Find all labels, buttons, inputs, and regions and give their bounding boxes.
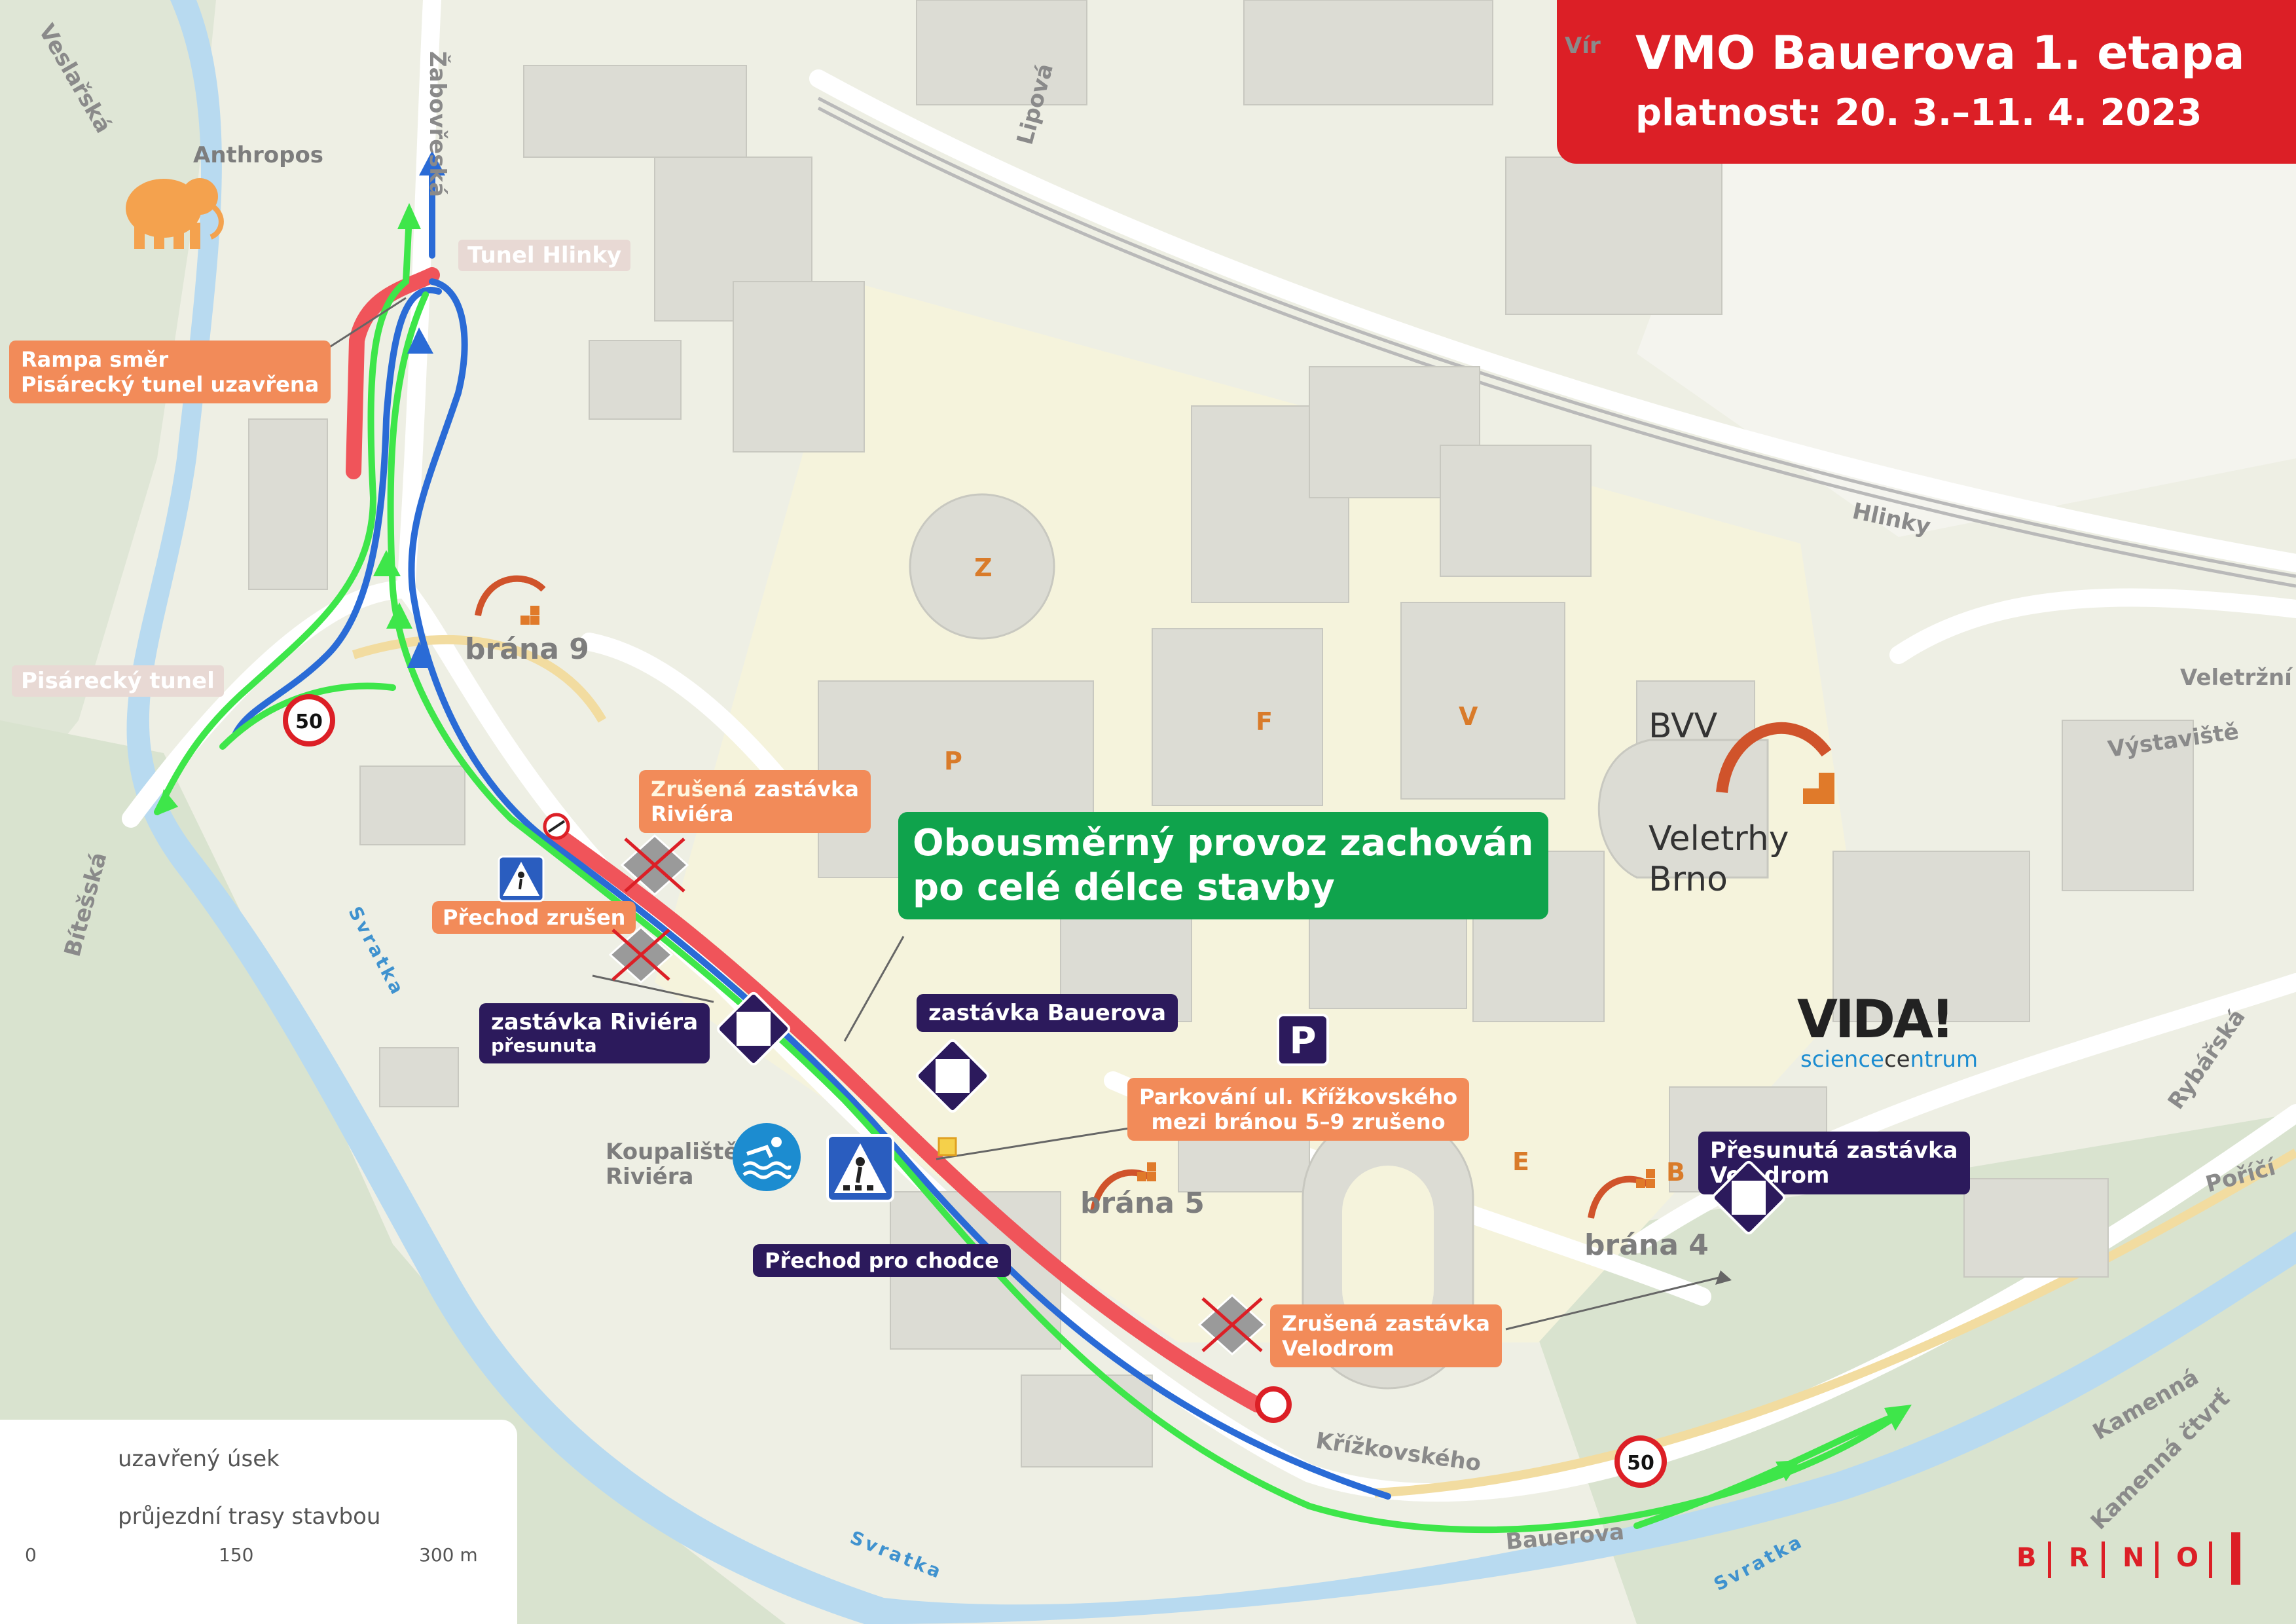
- hall-e: E: [1512, 1147, 1529, 1176]
- pedestrian-crossing-icon: [498, 855, 545, 902]
- hall-z: Z: [974, 553, 993, 582]
- tunnel-pisarecky-label: Pisárecký tunel: [12, 665, 224, 697]
- brno-logo: B R N O: [2016, 1543, 2199, 1573]
- street-vir: Vír: [1565, 33, 1601, 59]
- gate-9: brána 9: [465, 633, 589, 666]
- scale-tick: 0: [25, 1544, 37, 1566]
- speed-limit-sign: 50: [283, 694, 335, 747]
- legend-routes: průjezdní trasy stavbou: [118, 1504, 381, 1530]
- svg-text:50: 50: [295, 710, 323, 733]
- crossing-marker-icon: [938, 1137, 957, 1156]
- scale-tick: 300 m: [419, 1544, 478, 1566]
- svg-text:50: 50: [1627, 1452, 1654, 1475]
- speed-limit-sign: 50: [1614, 1435, 1667, 1488]
- hall-b: B: [1666, 1158, 1685, 1187]
- title-banner: VMO Bauerova 1. etapa platnost: 20. 3.–1…: [1557, 0, 2296, 164]
- no-entry-sign: [543, 813, 570, 840]
- legend-panel: uzavřený úsek průjezdní trasy stavbou 0 …: [0, 1420, 517, 1624]
- validity-dates: platnost: 20. 3.–11. 4. 2023: [1635, 92, 2202, 134]
- map-title: VMO Bauerova 1. etapa: [1635, 26, 2245, 80]
- gate-5: brána 5: [1080, 1187, 1205, 1220]
- scale-tick: 150: [219, 1544, 254, 1566]
- swimming-pool-icon: [733, 1123, 801, 1191]
- callout-crossing-cancelled: Přechod zrušen: [432, 901, 636, 934]
- cancelled-stop-icon: [620, 834, 689, 896]
- poi-anthropos: Anthropos: [193, 142, 324, 168]
- legend-closed: uzavřený úsek: [118, 1446, 280, 1472]
- poi-koupaliste: Koupaliště Riviéra: [606, 1139, 739, 1190]
- veletrhy-brno-label: Veletrhy Brno: [1649, 819, 1789, 899]
- gate-4: brána 4: [1584, 1228, 1709, 1262]
- cancelled-stop-icon: [608, 925, 674, 984]
- tunnel-hlinky-label: Tunel Hlinky: [458, 240, 631, 271]
- cancelled-stop-icon: [1197, 1293, 1267, 1356]
- pedestrian-crossing-icon: [826, 1134, 894, 1202]
- parking-sign: P: [1277, 1014, 1329, 1066]
- svg-text:P: P: [1289, 1020, 1316, 1062]
- vida-subtitle: sciencecentrum: [1800, 1046, 1978, 1073]
- bvv-label: BVV: [1649, 707, 1718, 746]
- callout-rampa-closed: Rampa směr Pisárecký tunel uzavřena: [9, 341, 331, 403]
- street-zabovreska: Žabovřeská: [424, 51, 450, 198]
- callout-riviera-moved: zastávka Riviéra přesunuta: [479, 1003, 710, 1063]
- hall-v: V: [1459, 702, 1478, 731]
- street-veletrzni: Veletržní: [2180, 665, 2292, 691]
- vida-logo: VIDA!: [1797, 989, 1954, 1050]
- callout-bauerova-stop: zastávka Bauerova: [917, 994, 1178, 1032]
- callout-pedestrian-crossing: Přechod pro chodce: [753, 1244, 1011, 1277]
- bus-stop-sign: [1711, 1160, 1786, 1235]
- road-end-marker-icon: [1255, 1386, 1292, 1423]
- hall-f: F: [1256, 707, 1273, 736]
- hall-p: P: [944, 747, 962, 775]
- bus-stop-sign: [716, 991, 791, 1066]
- bus-stop-sign: [915, 1039, 990, 1113]
